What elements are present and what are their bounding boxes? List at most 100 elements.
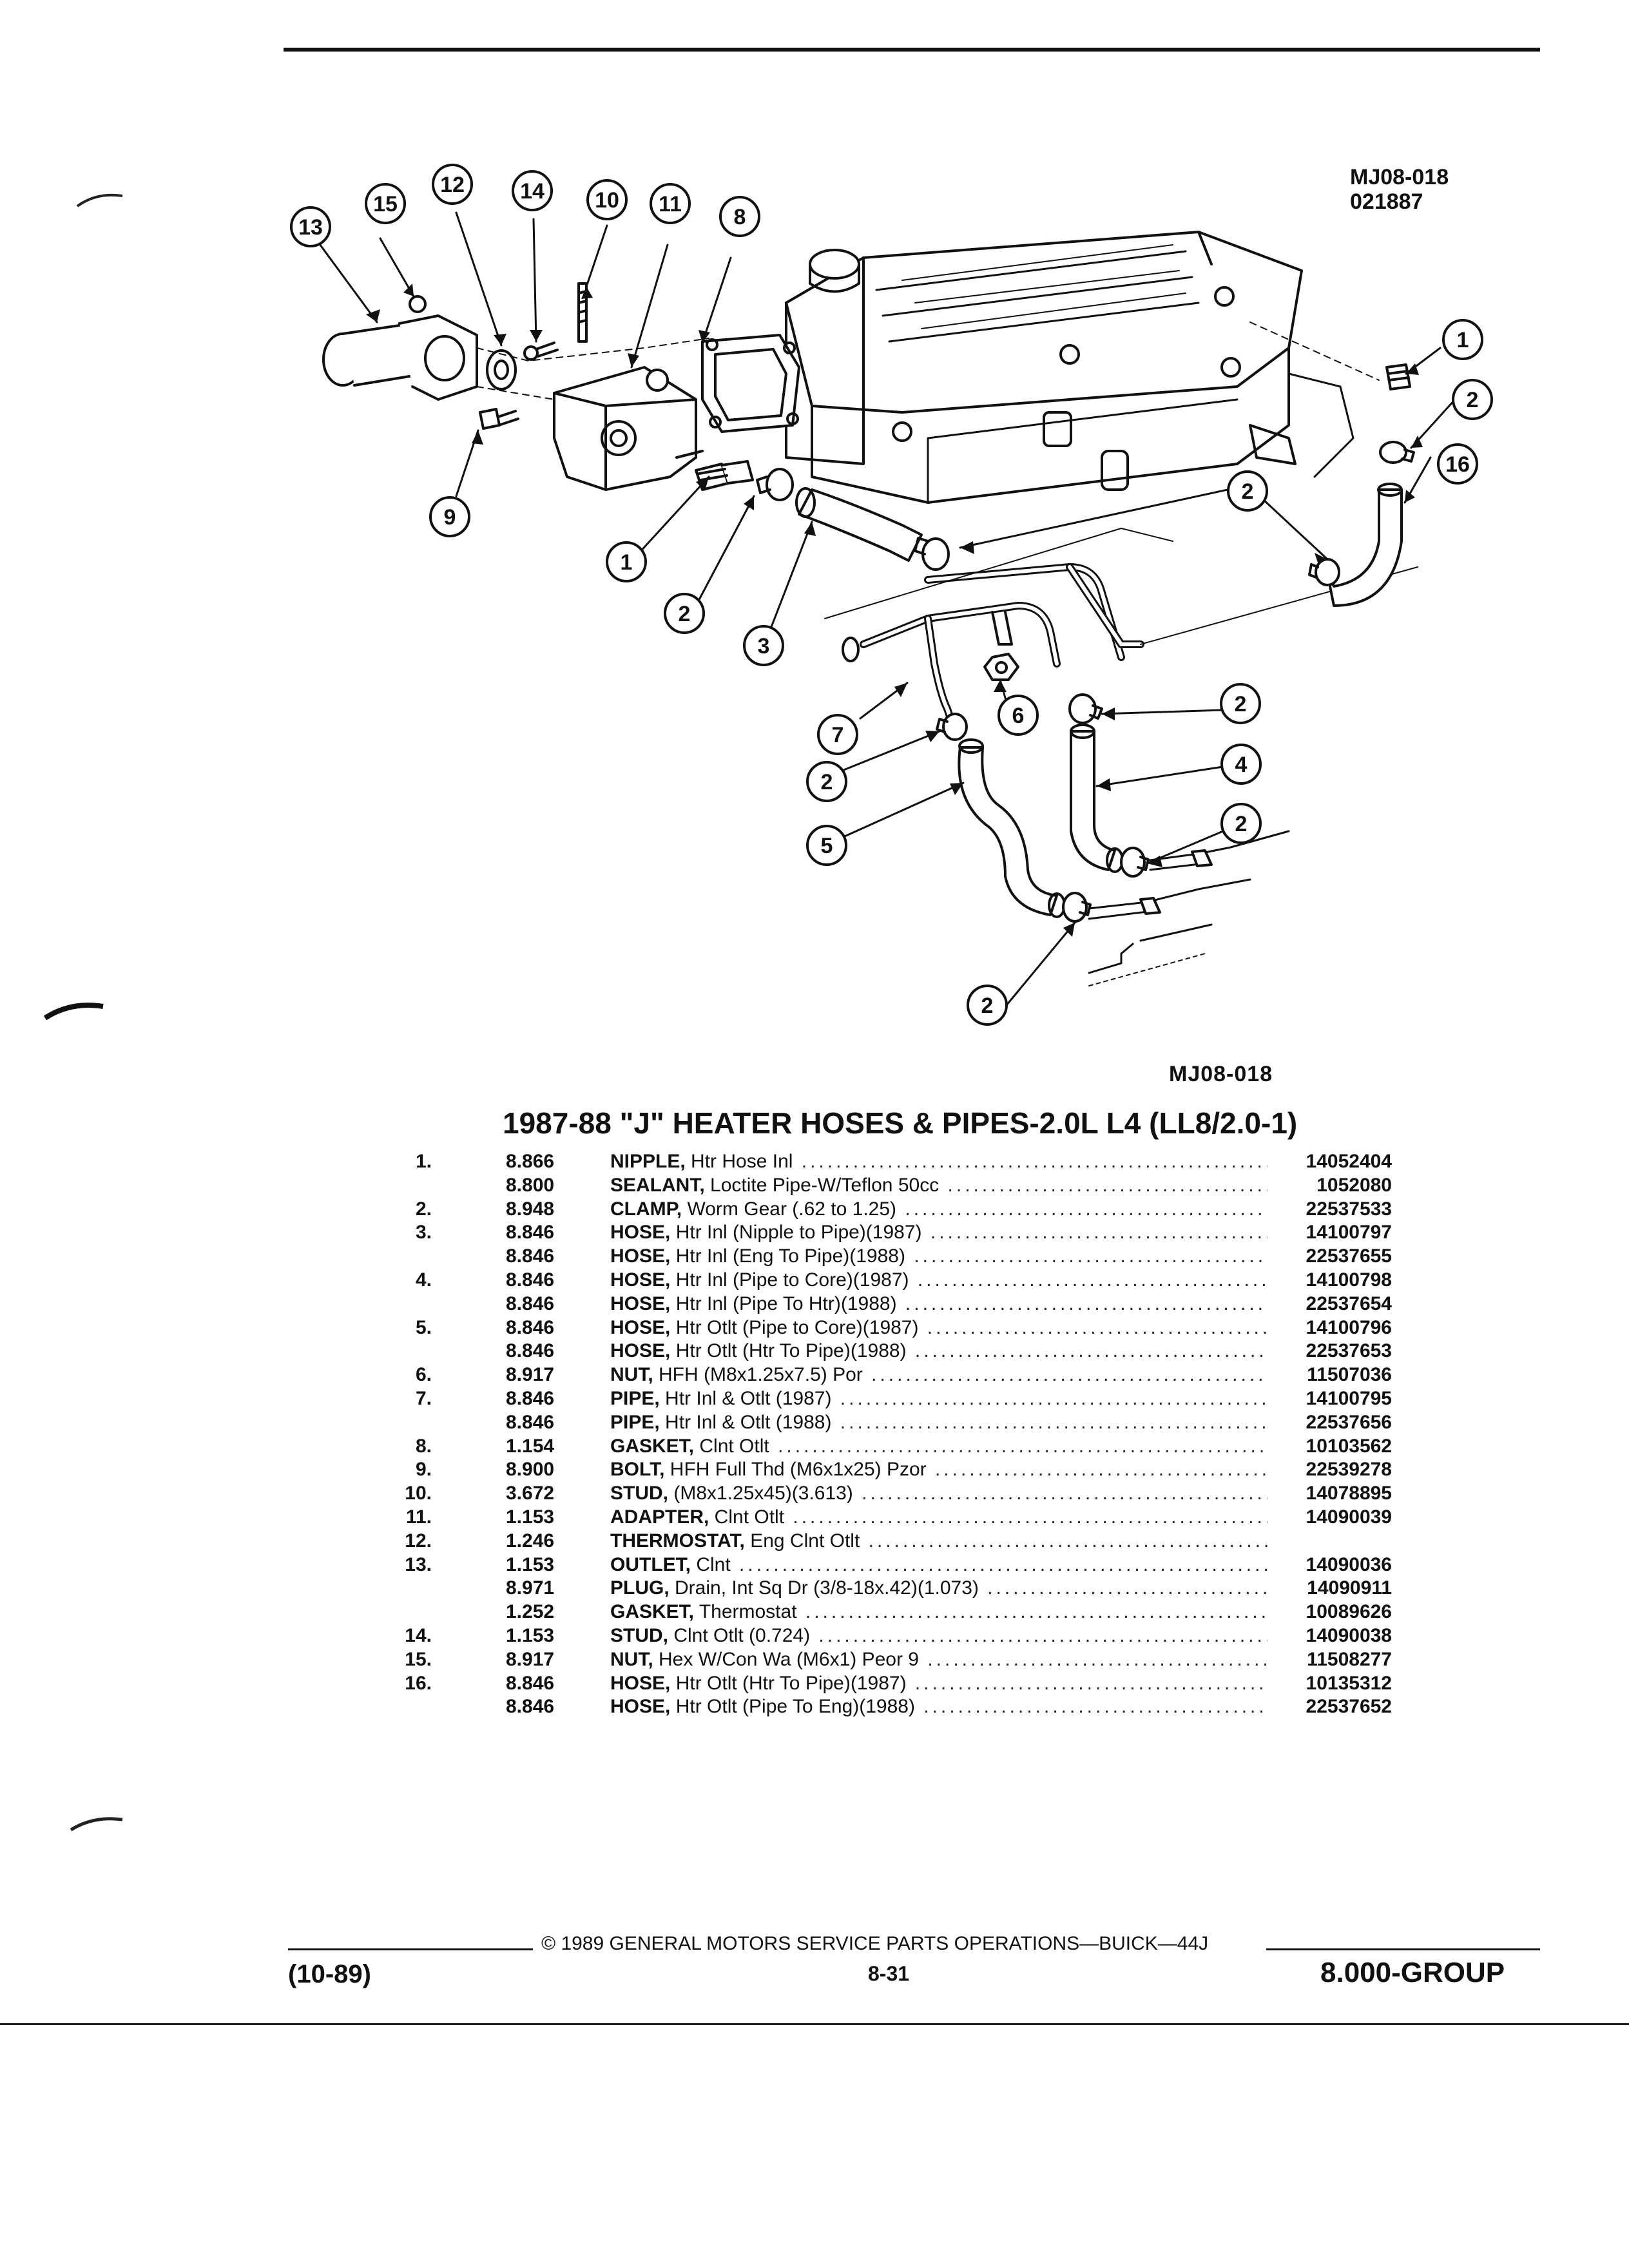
part-number: 11507036 (1307, 1364, 1392, 1386)
diagram-code-bottom: MJ08-018 (1169, 1062, 1273, 1086)
clamp-lower-left (1062, 892, 1092, 923)
callout-11: 11 (659, 192, 682, 216)
item-number: 16. (405, 1672, 432, 1694)
heater-hose-3 (795, 487, 923, 562)
diagram-date: 021887 (1350, 189, 1423, 214)
callout-1-right: 1 (1457, 328, 1469, 352)
part-name: HOSE, (610, 1316, 671, 1338)
leader-dots: ........................................… (987, 1577, 1268, 1599)
part-detail: HFH (M8x1.25x7.5) Por (653, 1364, 863, 1386)
part-description: HOSE, Htr Otlt (Htr To Pipe)(1987) .....… (610, 1672, 1268, 1695)
leader-dots: ........................................… (905, 1293, 1268, 1314)
part-number: 1052080 (1316, 1174, 1392, 1196)
scan-mark-bottom (70, 1817, 123, 1832)
clamp-left-top (756, 468, 794, 501)
callout-16: 16 (1445, 452, 1470, 477)
part-description: HOSE, Htr Inl (Eng To Pipe)(1988) ......… (610, 1245, 1268, 1268)
part-description: PLUG, Drain, Int Sq Dr (3/8-18x.42)(1.07… (610, 1577, 1268, 1600)
part-name: HOSE, (610, 1672, 671, 1694)
group-number: 8.846 (506, 1269, 555, 1291)
part-detail: Drain, Int Sq Dr (3/8-18x.42)(1.073) (669, 1577, 979, 1599)
callout-2-upper-right: 2 (1235, 692, 1247, 716)
part-description: NIPPLE, Htr Hose Inl ...................… (610, 1150, 1268, 1173)
part-number: 14100798 (1306, 1269, 1392, 1291)
part-name: PLUG, (610, 1577, 670, 1599)
part-name: HOSE, (610, 1340, 671, 1362)
callout-9: 9 (444, 505, 456, 530)
clamp-right-middle (1308, 558, 1340, 586)
group-number: 8.846 (506, 1411, 555, 1433)
group-number: 8.917 (506, 1648, 555, 1670)
part-name: HOSE, (610, 1245, 671, 1267)
footer-rule-left (288, 1948, 533, 1950)
part-name: GASKET, (610, 1601, 695, 1623)
hose-nipple-right (1385, 363, 1411, 390)
item-number: 5. (415, 1316, 432, 1338)
leader-dots: ........................................… (801, 1151, 1268, 1172)
part-detail: Loctite Pipe-W/Teflon 50cc (704, 1174, 940, 1196)
leader-dots: ........................................… (930, 1222, 1268, 1244)
part-name: HOSE, (610, 1293, 671, 1314)
part-number: 22537653 (1306, 1340, 1392, 1362)
callout-7: 7 (832, 723, 844, 747)
group-number: 8.866 (506, 1151, 555, 1172)
part-description: HOSE, Htr Otlt (Pipe To Eng)(1988) .....… (610, 1695, 1268, 1718)
part-name: HOSE, (610, 1696, 671, 1718)
part-description: HOSE, Htr Inl (Pipe To Htr)(1988) ......… (610, 1293, 1268, 1316)
clamp-center (914, 537, 950, 571)
top-rule (284, 48, 1540, 52)
part-detail: Clnt Otlt (0.724) (668, 1624, 811, 1646)
part-description: CLAMP, Worm Gear (.62 to 1.25) .........… (610, 1198, 1268, 1221)
group-number: 1.252 (506, 1601, 555, 1623)
group-number: 8.900 (506, 1459, 555, 1481)
part-detail: (M8x1.25x45)(3.613) (668, 1483, 853, 1504)
part-name: THERMOSTAT, (610, 1530, 745, 1552)
part-number: 22537655 (1306, 1245, 1392, 1267)
part-description: PIPE, Htr Inl & Otlt (1988) ............… (610, 1411, 1268, 1434)
part-number: 10135312 (1306, 1672, 1392, 1694)
part-number: 14090039 (1306, 1506, 1392, 1528)
part-description: HOSE, Htr Otlt (Htr To Pipe)(1988) .....… (610, 1340, 1268, 1363)
item-number: 3. (415, 1222, 432, 1244)
callout-2-bottom: 2 (981, 994, 994, 1018)
leader-dots: ........................................… (914, 1672, 1268, 1694)
group-number: 8.846 (506, 1245, 555, 1267)
heater-hose-16 (1326, 483, 1403, 607)
clamp-right-upper (1068, 693, 1103, 724)
group-number: 1.154 (506, 1435, 555, 1457)
parts-row: 8.846 HOSE, Htr Inl (Eng To Pipe)(1988) .… (361, 1245, 1392, 1269)
clamp-right-lower (1120, 847, 1150, 878)
leader-lines (313, 211, 1456, 1006)
leader-dots: ........................................… (840, 1411, 1268, 1433)
part-name: BOLT, (610, 1459, 665, 1481)
callout-2-lower-right: 2 (1235, 812, 1248, 836)
part-detail: Htr Otlt (Pipe To Eng)(1988) (670, 1696, 915, 1718)
part-number: 11508277 (1307, 1648, 1392, 1670)
leader-dots: ........................................… (927, 1648, 1268, 1670)
leader-dots: ........................................… (914, 1245, 1268, 1267)
callout-8: 8 (734, 205, 746, 229)
part-detail: Htr Otlt (Htr To Pipe)(1988) (670, 1340, 907, 1362)
part-detail: Thermostat (694, 1601, 797, 1623)
part-number: 22537654 (1306, 1293, 1392, 1314)
footer-date: (10-89) (288, 1960, 371, 1988)
pipe-nut (983, 653, 1019, 681)
part-description: STUD, Clnt Otlt (0.724) ................… (610, 1624, 1268, 1648)
part-detail: HFH Full Thd (M6x1x25) Pzor (664, 1459, 927, 1481)
callout-2-middle-left: 2 (821, 770, 833, 794)
leader-dots: ........................................… (934, 1459, 1268, 1481)
item-number: 4. (415, 1269, 432, 1291)
arrow-heads (366, 284, 1423, 937)
scan-mark-middle (43, 1003, 104, 1021)
parts-list-title: 1987-88 "J" HEATER HOSES & PIPES-2.0L L4… (503, 1106, 1298, 1140)
group-number: 1.246 (506, 1530, 555, 1552)
callout-6: 6 (1012, 704, 1025, 728)
footer-group: 8.000-GROUP (1320, 1957, 1505, 1988)
